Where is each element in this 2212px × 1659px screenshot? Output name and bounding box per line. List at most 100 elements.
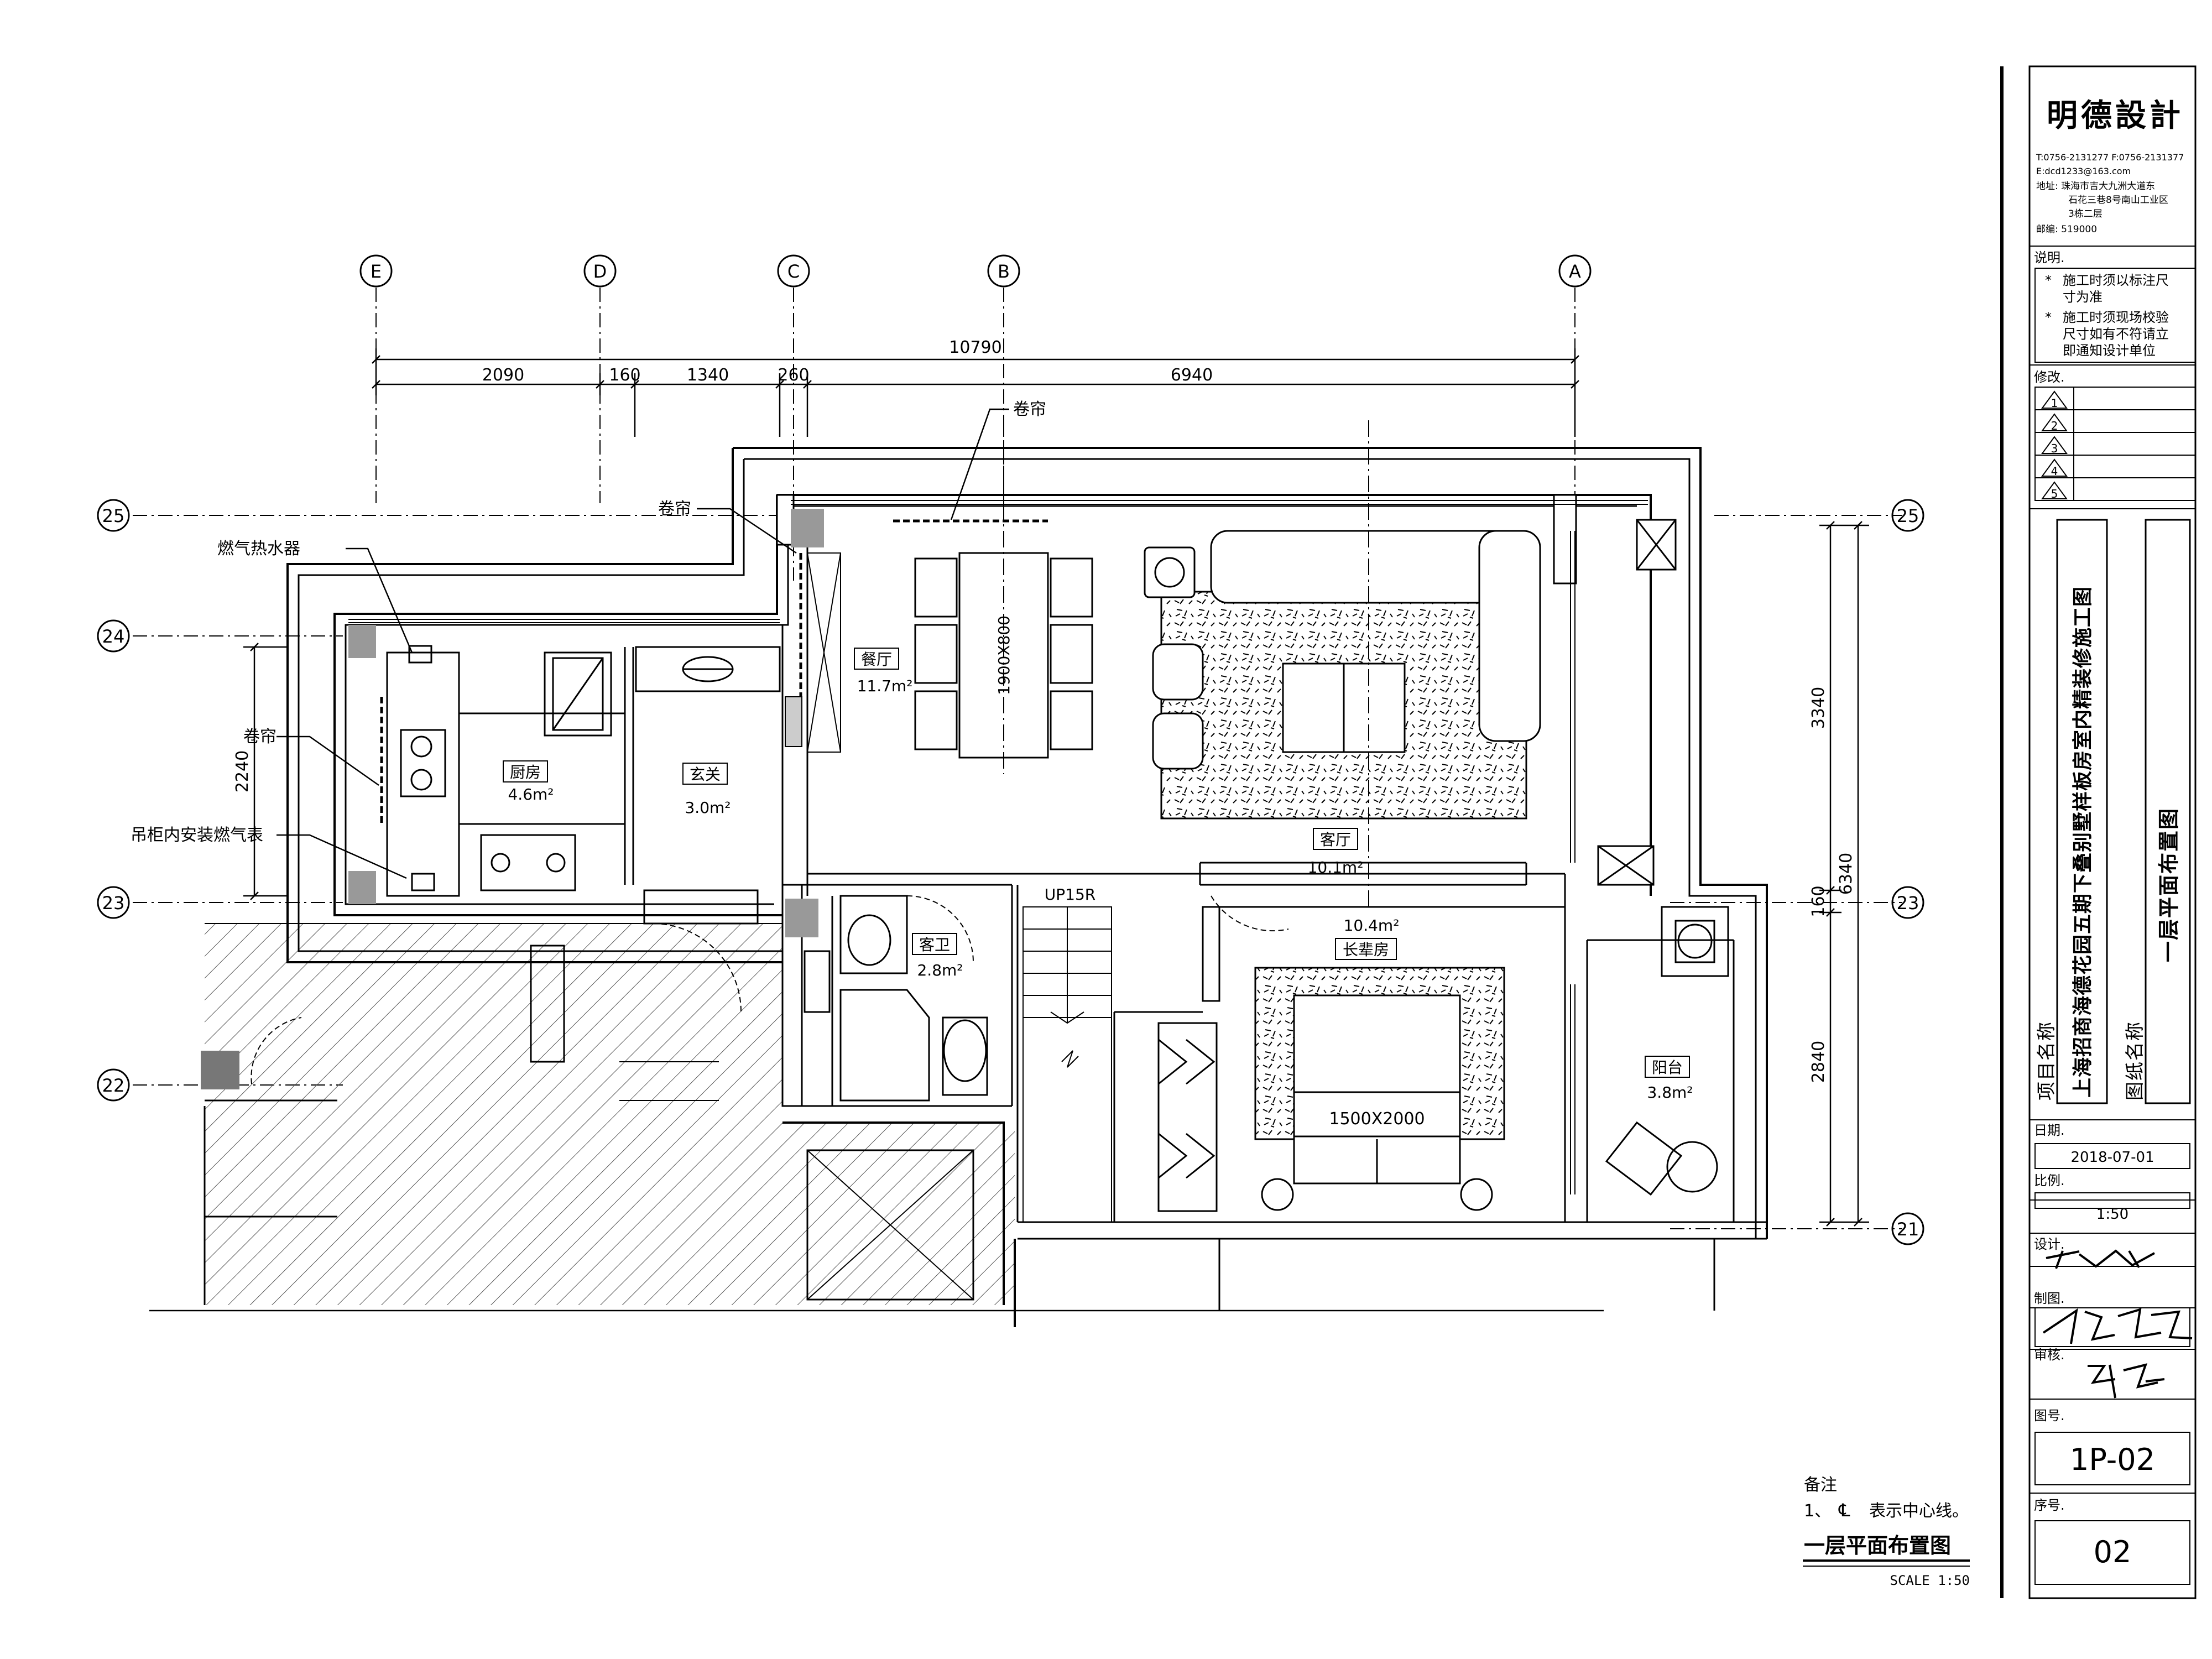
callout-gas-heater: 燃气热水器 — [217, 539, 300, 559]
seq-box — [2034, 1520, 2190, 1585]
guest-bath-fixtures — [804, 895, 988, 1102]
designer-signature — [2046, 1249, 2155, 1269]
svg-text:图纸名称: 图纸名称 — [2124, 1021, 2146, 1100]
dining-cabinet — [785, 552, 841, 753]
svg-text:寸为准: 寸为准 — [2063, 289, 2103, 305]
svg-text:上海招商海德花园五期下叠别墅样板房室内精装修施工图: 上海招商海德花园五期下叠别墅样板房室内精装修施工图 — [2072, 586, 2094, 1098]
door-swings — [251, 895, 1289, 1084]
callout-blind-left: 卷帘 — [243, 727, 276, 747]
date-value: 2018-07-01 — [2070, 1149, 2154, 1166]
plan-title: 一层平面布置图 — [1804, 1533, 1951, 1558]
svg-text:E: E — [371, 261, 382, 282]
callout-blind-mid: 卷帘 — [658, 499, 691, 519]
svg-text:5: 5 — [2051, 487, 2058, 500]
grid-bubble-25-right: 25 — [1891, 499, 1924, 532]
foyer-name-box — [682, 763, 728, 785]
living-sofa — [1144, 519, 1677, 886]
scale-value: 1:50 — [2096, 1206, 2128, 1223]
notes-line1-text: 表示中心线。 — [1869, 1501, 1969, 1521]
grid-column-bubbles: E D C B A — [359, 254, 1592, 288]
svg-text:B: B — [998, 261, 1010, 282]
guest-bath-room-area: 2.8m² — [917, 961, 963, 979]
svg-text:项目名称: 项目名称 — [2036, 1021, 2058, 1100]
svg-text:22: 22 — [102, 1075, 125, 1096]
dim-6940: 6940 — [1171, 366, 1213, 385]
notes-heading: 备注 — [1804, 1475, 1837, 1495]
kitchen-room-name: 厨房 — [510, 763, 541, 781]
construction-notes: * 施工时须以标注尺 寸为准 * 施工时须现场校验 尺寸如有不符请立 即通知设计… — [2034, 268, 2196, 363]
dining-name-box — [854, 648, 899, 670]
balcony-room-name: 阳台 — [1652, 1058, 1683, 1077]
grid-bubble-e: E — [359, 254, 393, 288]
svg-text:1: 1 — [2051, 397, 2058, 410]
svg-text:D: D — [593, 261, 607, 282]
reviewer-signature — [2088, 1363, 2165, 1399]
svg-text:25: 25 — [1897, 505, 1919, 526]
scale-label: 比例. — [2034, 1173, 2065, 1188]
kitchen-name-box — [503, 760, 548, 782]
foyer-room-name: 玄关 — [690, 765, 721, 784]
grid-bubble-24-left: 24 — [97, 619, 130, 653]
svg-text:*: * — [2045, 310, 2052, 325]
drafter-signature — [2042, 1308, 2193, 1344]
foyer-room-area: 3.0m² — [685, 799, 731, 817]
date-label: 日期. — [2034, 1123, 2065, 1138]
revisions-label: 修改. — [2034, 369, 2065, 385]
svg-text:24: 24 — [102, 626, 125, 647]
grid-bubble-23-left: 23 — [97, 886, 130, 919]
dim-1340: 1340 — [687, 366, 729, 385]
living-room-name: 客厅 — [1320, 831, 1351, 849]
windows — [348, 500, 1648, 1194]
grid-bubble-d: D — [583, 254, 617, 288]
svg-text:地址: 珠海市吉大九洲大道东: 地址: 珠海市吉大九洲大道东 — [2036, 181, 2155, 192]
draft-label: 制图. — [2034, 1291, 2065, 1306]
elder-room-fixtures — [1157, 906, 1505, 1212]
revisions-table: 1 2 3 4 5 — [2034, 387, 2196, 501]
scale-box — [2034, 1192, 2190, 1209]
grid-bubble-25-left: 25 — [97, 499, 130, 532]
svg-text:石花三巷8号南山工业区: 石花三巷8号南山工业区 — [2068, 195, 2168, 206]
centerlines — [1003, 420, 1369, 907]
callout-leaders — [276, 408, 1009, 879]
grid-row-bubbles: 25 24 23 22 25 23 21 — [97, 499, 1924, 1245]
dim-total-10790: 10790 — [949, 338, 1001, 357]
guest-bath-room-name: 客卫 — [919, 936, 950, 954]
company-name: 明德設計 — [2047, 98, 2184, 134]
sheet-box — [2034, 1432, 2190, 1485]
dim-2090: 2090 — [482, 366, 524, 385]
svg-text:T:0756-2131277 F:0756-2131377: T:0756-2131277 F:0756-2131377 — [2036, 152, 2184, 163]
elder-name-box — [1335, 938, 1397, 960]
balcony-room-area: 3.8m² — [1647, 1083, 1693, 1102]
dining-room-name: 餐厅 — [861, 650, 892, 669]
guest-bath-name-box — [912, 933, 957, 955]
sheet-label: 图号. — [2034, 1408, 2065, 1423]
dim-6340: 6340 — [1837, 853, 1856, 895]
svg-text:3栋二层: 3栋二层 — [2068, 208, 2103, 220]
svg-text:施工时须现场校验: 施工时须现场校验 — [2063, 310, 2169, 325]
plan-scale: SCALE 1:50 — [1890, 1573, 1970, 1588]
notes-label: 说明. — [2034, 250, 2065, 265]
grid-bubble-23-right: 23 — [1891, 886, 1924, 919]
balcony-fixtures — [1605, 906, 1729, 1196]
dim-2840: 2840 — [1809, 1041, 1828, 1083]
centerline-symbol: ℄ — [1838, 1500, 1850, 1521]
svg-text:23: 23 — [102, 893, 125, 914]
grid-bubble-21-right: 21 — [1891, 1212, 1924, 1245]
right-dimension-chain — [1819, 521, 1869, 1227]
svg-text:21: 21 — [1897, 1219, 1919, 1240]
date-box — [2034, 1143, 2190, 1169]
svg-text:一层平面布置图: 一层平面布置图 — [2157, 807, 2181, 962]
kitchen-room-area: 4.6m² — [508, 785, 554, 804]
grid-bubble-a: A — [1558, 254, 1592, 288]
dim-160: 160 — [609, 366, 640, 385]
hatched-exterior-area — [149, 923, 1604, 1312]
svg-text:施工时须以标注尺: 施工时须以标注尺 — [2063, 273, 2169, 288]
living-name-box — [1313, 828, 1358, 850]
staircase — [1022, 906, 1112, 1223]
svg-text:*: * — [2045, 273, 2052, 288]
review-label: 审核. — [2034, 1347, 2065, 1363]
left-dimension — [243, 643, 288, 900]
grid-bubble-b: B — [987, 254, 1020, 288]
company-contact: T:0756-2131277 F:0756-2131377 E:dcd1233@… — [2036, 152, 2184, 235]
top-dimension-chain — [372, 348, 1579, 437]
